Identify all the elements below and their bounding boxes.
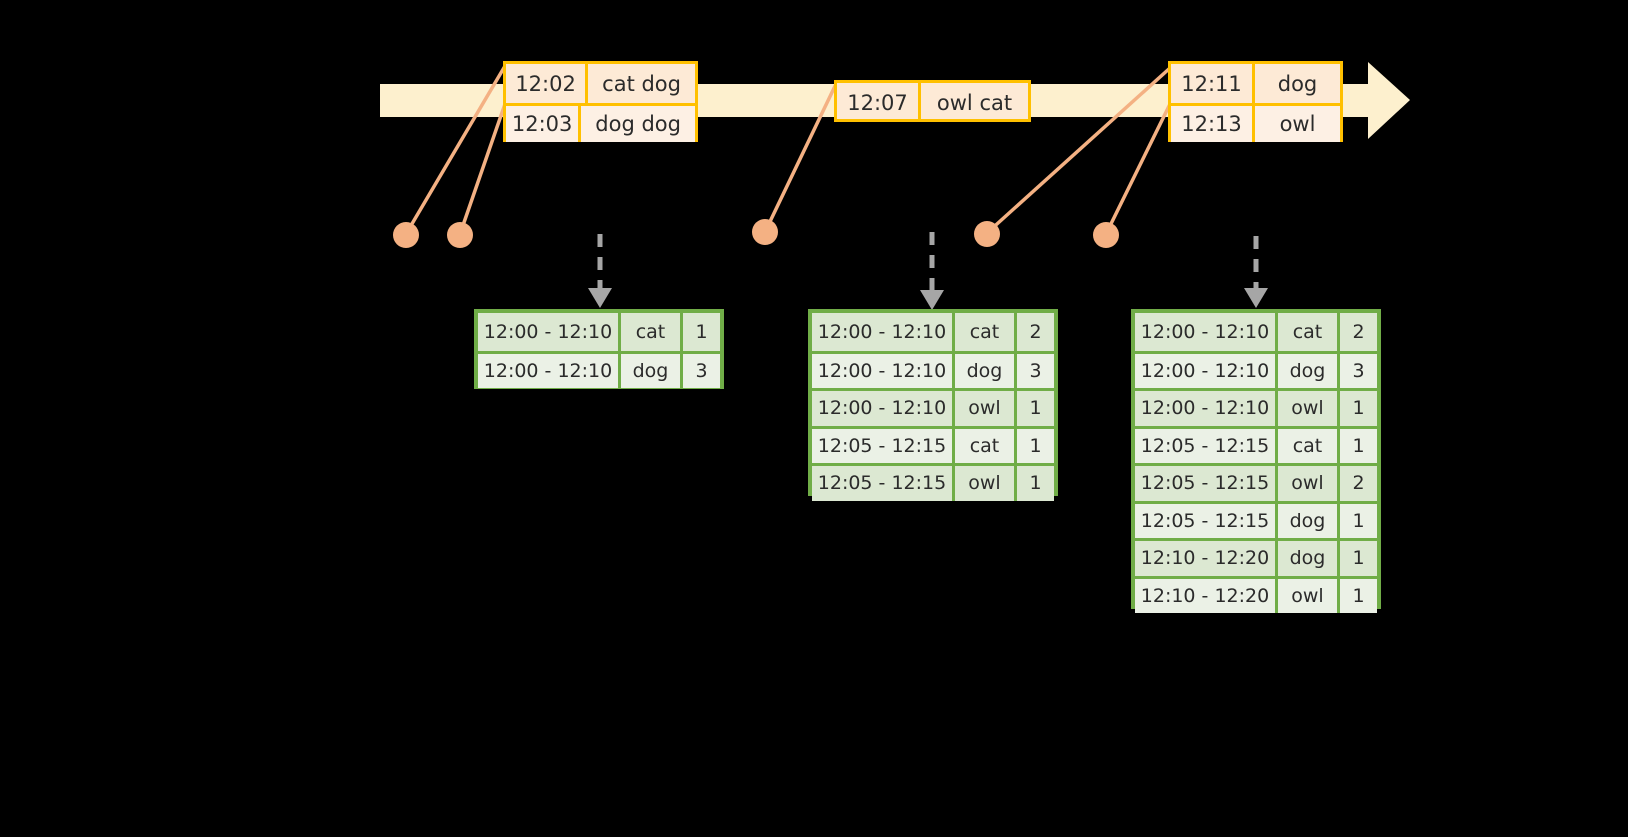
cell-count: 3 xyxy=(1029,359,1042,382)
cell-word: owl xyxy=(955,466,1017,501)
cell-count: 1 xyxy=(1352,434,1365,457)
connector-dot-5 xyxy=(1093,222,1119,248)
cell-word: cat xyxy=(1278,313,1340,351)
table-row: 12:10 - 12:20 owl 1 xyxy=(1135,575,1377,613)
cell-count: 1 xyxy=(1029,397,1042,420)
cell-count: 3 xyxy=(1352,359,1365,382)
cell-window: 12:05 - 12:15 xyxy=(1135,428,1278,463)
event-words: dog xyxy=(1277,71,1318,96)
cell-window: 12:00 - 12:10 xyxy=(1135,353,1278,388)
cell-word: owl xyxy=(1278,391,1340,426)
connector-dot-1 xyxy=(393,222,419,248)
result-table-3[interactable]: 12:00 - 12:10 cat 2 12:00 - 12:10 dog 3 … xyxy=(1131,309,1381,613)
event-group-3[interactable]: 12:11 dog 12:13 owl xyxy=(1168,61,1343,142)
event-row: 12:11 dog xyxy=(1171,64,1340,103)
cell-count: 1 xyxy=(1352,584,1365,607)
table-row: 12:05 - 12:15 cat 1 xyxy=(1135,425,1377,463)
table-row: 12:00 - 12:10 cat 2 xyxy=(812,313,1054,351)
cell-count: 1 xyxy=(1029,472,1042,495)
event-timestamp: 12:03 xyxy=(506,106,582,142)
cell-word: dog xyxy=(621,353,683,388)
table-row: 12:00 - 12:10 dog 3 xyxy=(812,350,1054,388)
cell-count: 2 xyxy=(1352,472,1365,495)
cell-window: 12:10 - 12:20 xyxy=(1135,541,1278,576)
event-words: owl xyxy=(1279,112,1316,136)
cell-count: 3 xyxy=(695,359,708,382)
cell-window: 12:00 - 12:10 xyxy=(812,353,955,388)
cell-word: dog xyxy=(955,353,1017,388)
event-words: cat dog xyxy=(602,71,681,96)
cell-window: 12:05 - 12:15 xyxy=(1135,466,1278,501)
cell-word: owl xyxy=(1278,466,1340,501)
cell-window: 12:00 - 12:10 xyxy=(1135,391,1278,426)
connector-dot-4 xyxy=(974,221,1000,247)
table-row: 12:00 - 12:10 dog 3 xyxy=(478,350,720,388)
event-timestamp: 12:13 xyxy=(1171,106,1255,142)
table-row: 12:00 - 12:10 cat 2 xyxy=(1135,313,1377,351)
cell-word: dog xyxy=(1278,353,1340,388)
table-row: 12:10 - 12:20 dog 1 xyxy=(1135,538,1377,576)
cell-window: 12:00 - 12:10 xyxy=(1135,313,1278,351)
connector-dot-2 xyxy=(447,222,473,248)
cell-window: 12:00 - 12:10 xyxy=(812,391,955,426)
cell-window: 12:00 - 12:10 xyxy=(478,353,621,388)
table-row: 12:05 - 12:15 cat 1 xyxy=(812,425,1054,463)
result-table-1[interactable]: 12:00 - 12:10 cat 1 12:00 - 12:10 dog 3 xyxy=(474,309,724,389)
cell-word: dog xyxy=(1278,541,1340,576)
event-timestamp: 12:07 xyxy=(837,83,921,122)
event-row: 12:02 cat dog xyxy=(506,64,695,103)
connector-dots xyxy=(393,219,1119,248)
table-row: 12:00 - 12:10 cat 1 xyxy=(478,313,720,351)
table-row: 12:00 - 12:10 owl 1 xyxy=(1135,388,1377,426)
table-row: 12:05 - 12:15 owl 1 xyxy=(812,463,1054,501)
cell-word: cat xyxy=(621,313,683,351)
connector-dot-3 xyxy=(752,219,778,245)
cell-window: 12:00 - 12:10 xyxy=(812,313,955,351)
cell-word: cat xyxy=(1278,428,1340,463)
cell-count: 1 xyxy=(695,320,708,343)
cell-count: 1 xyxy=(1029,434,1042,457)
cell-word: owl xyxy=(955,391,1017,426)
event-group-2[interactable]: 12:07 owl cat xyxy=(834,80,1031,122)
cell-count: 1 xyxy=(1352,509,1365,532)
cell-word: owl xyxy=(1278,578,1340,613)
event-timestamp: 12:11 xyxy=(1171,64,1255,103)
event-group-1[interactable]: 12:02 cat dog 12:03 dog dog xyxy=(503,61,698,142)
cell-count: 1 xyxy=(1352,397,1365,420)
table-row: 12:05 - 12:15 owl 2 xyxy=(1135,463,1377,501)
event-row: 12:07 owl cat xyxy=(837,83,1028,122)
dashed-arrow-heads xyxy=(588,288,1268,310)
table-row: 12:05 - 12:15 dog 1 xyxy=(1135,500,1377,538)
event-timestamp: 12:02 xyxy=(506,64,589,103)
cell-window: 12:00 - 12:10 xyxy=(478,313,621,351)
table-row: 12:00 - 12:10 owl 1 xyxy=(812,388,1054,426)
event-row: 12:13 owl xyxy=(1171,103,1340,142)
cell-count: 2 xyxy=(1352,320,1365,343)
cell-word: dog xyxy=(1278,503,1340,538)
table-row: 12:00 - 12:10 dog 3 xyxy=(1135,350,1377,388)
cell-window: 12:10 - 12:20 xyxy=(1135,578,1278,613)
cell-window: 12:05 - 12:15 xyxy=(1135,503,1278,538)
event-words: owl cat xyxy=(936,90,1013,115)
cell-window: 12:05 - 12:15 xyxy=(812,466,955,501)
dashed-arrows xyxy=(597,232,1259,290)
cell-word: cat xyxy=(955,428,1017,463)
event-words: dog dog xyxy=(595,112,681,136)
result-table-2[interactable]: 12:00 - 12:10 cat 2 12:00 - 12:10 dog 3 … xyxy=(808,309,1058,501)
event-row: 12:03 dog dog xyxy=(506,103,695,142)
cell-count: 1 xyxy=(1352,547,1365,570)
cell-window: 12:05 - 12:15 xyxy=(812,428,955,463)
cell-count: 2 xyxy=(1029,320,1042,343)
cell-word: cat xyxy=(955,313,1017,351)
